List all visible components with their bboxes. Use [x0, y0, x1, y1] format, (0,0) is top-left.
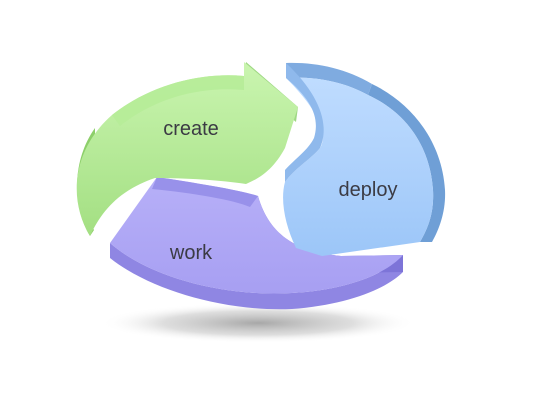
segment-deploy[interactable] [283, 62, 446, 256]
segment-work-top [110, 177, 403, 294]
segment-deploy-inner-wall [285, 63, 324, 182]
segment-work[interactable] [110, 177, 403, 310]
segment-deploy-top [283, 77, 434, 256]
segment-deploy-back-rim [286, 62, 372, 95]
segment-deploy-label: deploy [339, 179, 398, 201]
segment-create[interactable] [76, 62, 298, 236]
segment-work-side [110, 243, 403, 310]
segment-work-label: work [169, 242, 213, 264]
segment-create-rim [112, 75, 244, 126]
segment-deploy-side [368, 84, 446, 242]
floor-shadow [100, 303, 416, 343]
segment-work-back-edge [152, 177, 258, 207]
segment-create-label: create [163, 118, 219, 140]
